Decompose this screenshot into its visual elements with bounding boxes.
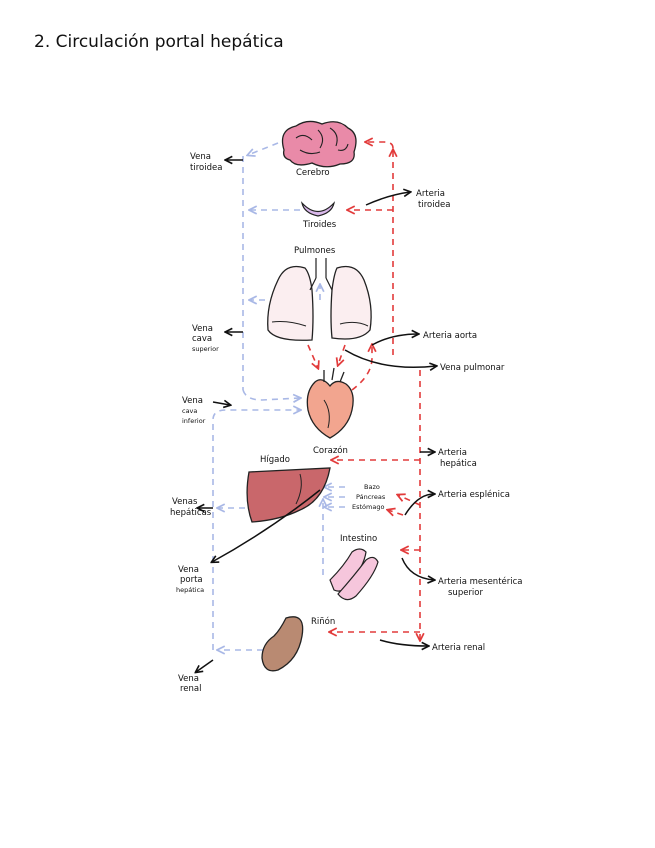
brain-organ [281,120,357,168]
svg-text:inferior: inferior [182,417,206,425]
vein-cava-superior-label: Vena cava superior [192,324,219,353]
label-cerebro: Cerebro [296,168,330,178]
vein-cava-inferior-label: Vena cava inferior [182,396,206,425]
svg-text:Arteria: Arteria [416,189,445,199]
artery-renal-label: Arteria renal [432,643,485,653]
svg-text:cava: cava [192,334,212,344]
vein-line-to-heart [242,389,300,400]
svg-text:Venas: Venas [172,497,198,507]
page-title: 2. Circulación portal hepática [34,32,284,52]
svg-text:tiroidea: tiroidea [190,163,222,173]
label-bazo: Bazo [364,483,380,491]
artery-splenic [398,495,421,506]
label-pancreas: Páncreas [356,493,386,501]
liver-organ [246,467,331,523]
label-tiroides: Tiroides [302,220,337,230]
svg-text:cava: cava [182,407,197,415]
svg-text:porta: porta [180,575,203,585]
thyroid-organ [300,201,336,217]
svg-text:hepáticas: hepáticas [170,508,212,518]
svg-text:hepática: hepática [176,586,204,594]
vein-line-inferior [212,410,300,650]
svg-text:hepática: hepática [440,459,477,469]
label-higado: Hígado [260,455,290,465]
label-estomago: Estómago [352,503,384,511]
lungs-organ [267,258,372,341]
artery-lung-left [307,344,318,368]
svg-text:Arteria mesentérica: Arteria mesentérica [438,576,523,587]
artery-hepatica-label: Arteria hepática [438,448,477,469]
arterial-paths [307,142,421,640]
artery-splenic-b [388,510,404,515]
artery-tiroidea-label: Arteria tiroidea [416,189,450,210]
label-intestino: Intestino [340,534,377,544]
svg-text:Vena: Vena [178,674,199,684]
vein-renal-label: Vena renal [178,674,202,694]
label-rinon: Riñón [311,616,335,627]
svg-text:Vena: Vena [190,152,211,162]
artery-aorta-label: Arteria aorta [423,331,477,341]
artery-mesenterica-label: Arteria mesentérica superior [438,576,523,598]
label-pointers [196,160,436,672]
artery-brain [366,142,394,149]
svg-text:tiroidea: tiroidea [418,200,450,210]
intestine-organ [329,548,379,601]
artery-aorta-up [351,345,372,391]
label-pulmones: Pulmones [294,246,336,256]
venous-paths [212,142,345,650]
vein-pulmonar-label: Vena pulmonar [440,363,505,373]
svg-text:superior: superior [192,345,219,353]
artery-esplenica-label: Arteria esplénica [438,489,510,500]
vein-hepaticas-label: Venas hepáticas [170,497,212,518]
kidney-organ [261,616,304,672]
artery-lung-right [338,344,346,365]
vein-porta-label: Vena porta hepática [176,565,204,594]
label-corazon: Corazón [313,445,348,456]
svg-text:Vena: Vena [192,324,213,334]
svg-text:Arteria: Arteria [438,448,467,458]
svg-text:superior: superior [448,588,483,598]
heart-organ [306,367,354,439]
svg-text:Vena: Vena [178,565,199,575]
svg-text:Vena: Vena [182,396,203,406]
vein-tiroidea-label: Vena tiroidea [190,152,222,173]
vein-brain [248,142,279,155]
svg-text:renal: renal [180,684,202,694]
